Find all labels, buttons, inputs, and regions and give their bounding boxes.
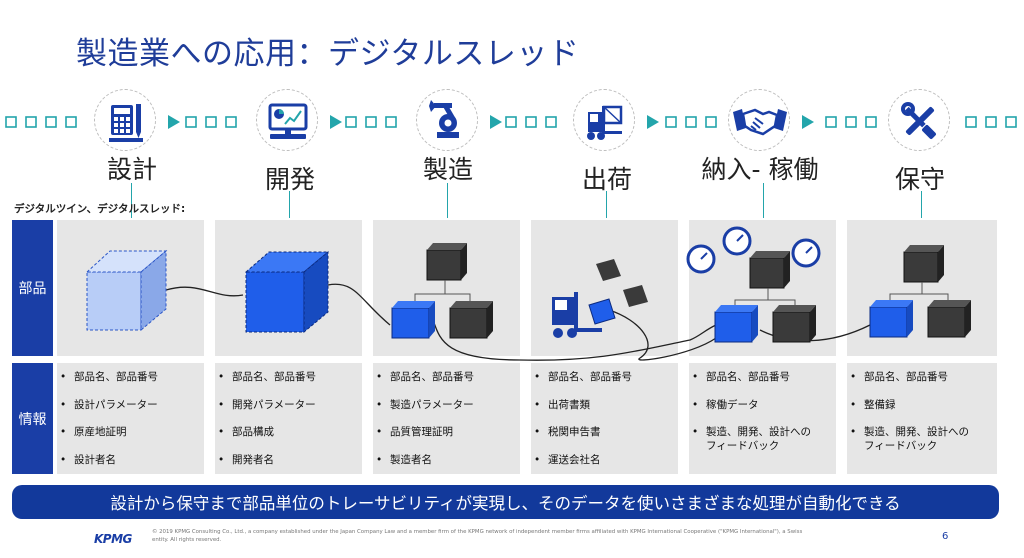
process-timeline [5,115,1017,129]
connector-line [606,191,607,218]
timeline-arrow [802,115,814,129]
info-item: 部品名、部品番号 [373,371,520,399]
kpmg-logo: KPMG [94,532,132,546]
connector-line [763,183,764,218]
info-item: 設計者名 [57,454,204,482]
computer-chart-icon [256,89,318,151]
stage-label: 保守 [894,165,945,194]
info-panel: 部品名、部品番号 稼働データ 製造、開発、設計への フィードバック [689,363,836,474]
timeline-square [525,116,537,128]
stage-label: 納入- 稼働 [701,155,819,184]
info-item: 税関申告書 [531,426,678,454]
maintenance-assembly-icon [869,245,971,338]
timeline-square [205,116,217,128]
info-panel: 部品名、部品番号 製造パラメーター 品質管理証明 製造者名 [373,363,520,474]
connector-line [131,183,132,218]
info-item: 製造パラメーター [373,399,520,427]
timeline-square [5,116,17,128]
summary-banner: 設計から保守まで部品単位のトレーサビリティが実現し、そのデータを使いさまざまな処… [12,485,999,519]
info-item: 整備録 [847,399,997,427]
operation-assembly-icon [686,226,821,343]
design-cube-icon [85,249,168,332]
timeline-square [845,116,857,128]
calculator-pencil-icon [94,89,156,151]
info-item: 部品名、部品番号 [847,371,997,399]
robot-arm-icon [416,89,478,151]
timeline-square [825,116,837,128]
timeline-square [545,116,557,128]
stage-label: 設計 [106,155,157,184]
page-title: 製造業への応用：デジタルスレッド [76,36,580,72]
timeline-square [25,116,37,128]
connector-line [447,183,448,218]
timeline-square [1005,116,1017,128]
timeline-square [385,116,397,128]
assembly-icon [391,243,493,339]
info-panel: 部品名、部品番号 開発パラメーター 部品構成 開発者名 [215,363,362,474]
timeline-square [365,116,377,128]
page-number: 6 [942,531,949,542]
info-panel: 部品名、部品番号 出荷書類 税関申告書 運送会社名 [531,363,678,474]
info-item: 原産地証明 [57,426,204,454]
info-item: 設計パラメーター [57,399,204,427]
info-item: 製造者名 [373,454,520,482]
dev-cube-icon [244,250,330,334]
copyright-text: © 2019 KPMG Consulting Co., Ltd., a comp… [152,529,803,543]
info-item: 製造、開発、設計への フィードバック [847,426,997,466]
timeline-square [45,116,57,128]
timeline-square [185,116,197,128]
wrench-screwdriver-icon [888,89,950,151]
info-panel: 部品名、部品番号 設計パラメーター 原産地証明 設計者名 [57,363,204,474]
shipping-forklift-icon [552,259,648,338]
timeline-square [665,116,677,128]
timeline-square [225,116,237,128]
stage-label: 開発 [264,165,315,194]
info-item: 出荷書類 [531,399,678,427]
stage-label: 出荷 [581,165,632,194]
forklift-icon [573,89,635,151]
timeline-square [705,116,717,128]
info-item: 部品名、部品番号 [531,371,678,399]
timeline-arrow [490,115,502,129]
info-panel: 部品名、部品番号 整備録 製造、開発、設計への フィードバック [847,363,997,474]
stage-label: 製造 [422,155,473,184]
info-item: 製造、開発、設計への フィードバック [689,426,836,466]
timeline-arrow [330,115,342,129]
parts-row-label: 部品 [12,220,53,356]
info-item: 運送会社名 [531,454,678,482]
info-item: 開発パラメーター [215,399,362,427]
info-item: 部品名、部品番号 [689,371,836,399]
timeline-arrow [168,115,180,129]
timeline-square [965,116,977,128]
timeline-square [345,116,357,128]
timeline-square [65,116,77,128]
info-item: 品質管理証明 [373,426,520,454]
connector-line [289,191,290,218]
timeline-square [685,116,697,128]
connector-line [921,191,922,218]
handshake-icon [728,89,790,151]
timeline-arrow [647,115,659,129]
info-item: 部品構成 [215,426,362,454]
info-item: 稼働データ [689,399,836,427]
info-item: 部品名、部品番号 [215,371,362,399]
timeline-square [985,116,997,128]
timeline-square [865,116,877,128]
info-row-label: 情報 [12,363,53,474]
thread-line [165,283,871,361]
info-item: 部品名、部品番号 [57,371,204,399]
info-item: 開発者名 [215,454,362,482]
timeline-square [505,116,517,128]
section-subtitle: デジタルツイン、デジタルスレッド: [14,203,186,215]
